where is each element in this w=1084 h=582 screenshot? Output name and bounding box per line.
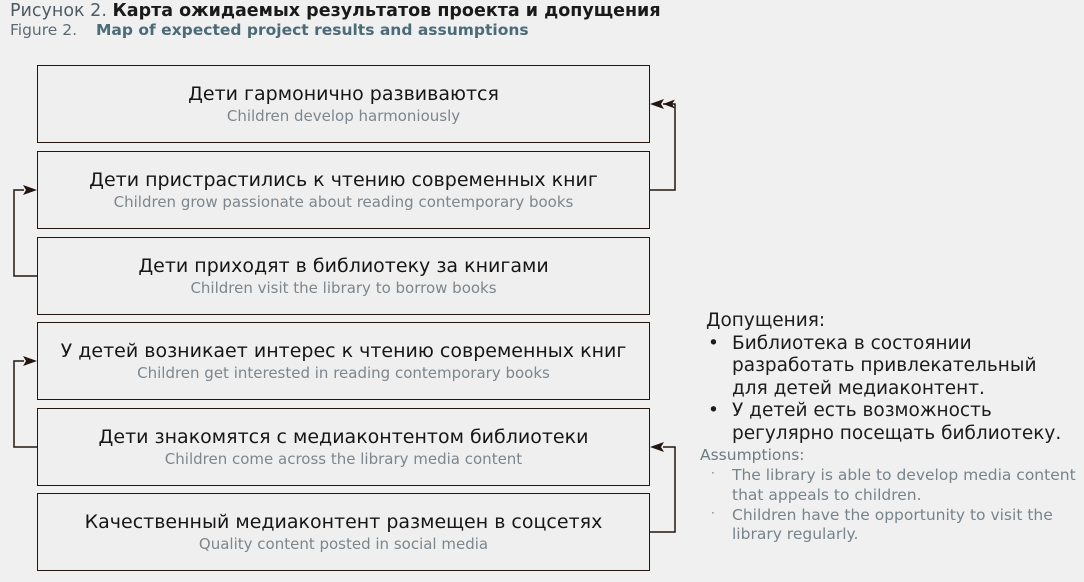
assumption-item-en-2: · Children have the opportunity to visit… <box>700 506 1078 546</box>
result-box-title-ru: У детей возникает интерес к чтению совре… <box>60 340 627 363</box>
assumptions-list-ru: • Библиотека в состоянии разработать при… <box>700 333 1078 446</box>
connector-box5-to-box4 <box>13 356 37 448</box>
result-box-passionate-reading: Дети пристрастились к чтению современных… <box>37 151 650 229</box>
caption-english-label: Figure 2. <box>10 20 78 39</box>
result-box-quality-content-social-media: Качественный медиаконтент размещен в соц… <box>37 493 650 571</box>
figure-caption: Рисунок 2. Карта ожидаемых результатов п… <box>10 1 770 39</box>
bullet-icon: • <box>708 332 719 354</box>
bullet-icon: · <box>711 465 715 480</box>
assumptions-list-en: · The library is able to develop media c… <box>700 466 1078 545</box>
assumption-text-ru: У детей есть возможность регулярно посещ… <box>732 400 1062 444</box>
result-box-visit-library: Дети приходят в библиотеку за книгами Ch… <box>37 237 650 315</box>
result-box-title-en: Children come across the library media c… <box>164 449 523 468</box>
result-box-children-develop: Дети гармонично развиваются Children dev… <box>37 65 650 143</box>
result-box-title-en: Children grow passionate about reading c… <box>113 192 574 211</box>
assumption-item-ru-2: • У детей есть возможность регулярно пос… <box>700 400 1078 445</box>
assumptions-panel: Допущения: • Библиотека в состоянии разр… <box>700 310 1078 545</box>
caption-english-title: Map of expected project results and assu… <box>95 20 529 39</box>
assumptions-heading-ru: Допущения: <box>706 310 826 331</box>
result-box-title-en: Children visit the library to borrow boo… <box>190 278 497 297</box>
connector-box3-to-box2 <box>13 185 37 277</box>
result-box-title-en: Quality content posted in social media <box>198 534 489 553</box>
assumption-item-en-1: · The library is able to develop media c… <box>700 466 1078 506</box>
bullet-icon: • <box>708 400 719 422</box>
caption-russian-label: Рисунок 2. <box>10 1 107 21</box>
connector-box6-to-box5 <box>650 442 676 533</box>
result-box-title-en: Children develop harmoniously <box>226 106 461 125</box>
caption-russian-title: Карта ожидаемых результатов проекта и до… <box>112 1 661 21</box>
bullet-icon: · <box>711 505 715 520</box>
result-box-title-ru: Дети приходят в библиотеку за книгами <box>138 255 549 278</box>
result-box-title-ru: Дети пристрастились к чтению современных… <box>89 169 598 192</box>
result-box-media-content-discovery: Дети знакомятся с медиаконтентом библиот… <box>37 408 650 486</box>
assumption-item-ru-1: • Библиотека в состоянии разработать при… <box>700 333 1078 401</box>
result-box-title-ru: Качественный медиаконтент размещен в соц… <box>84 511 603 534</box>
assumptions-heading-en: Assumptions: <box>700 446 805 465</box>
assumption-text-en: Children have the opportunity to visit t… <box>732 505 1053 544</box>
result-box-title-ru: Дети гармонично развиваются <box>188 83 499 106</box>
assumption-text-en: The library is able to develop media con… <box>732 465 1076 504</box>
caption-russian-line: Рисунок 2. Карта ожидаемых результатов п… <box>10 1 770 22</box>
result-box-interest-reading: У детей возникает интерес к чтению совре… <box>37 322 650 400</box>
assumption-text-ru: Библиотека в состоянии разработать привл… <box>732 332 1037 399</box>
result-box-title-ru: Дети знакомятся с медиаконтентом библиот… <box>98 426 589 449</box>
caption-english-line: Figure 2. Map of expected project result… <box>10 20 770 39</box>
result-box-title-en: Children get interested in reading conte… <box>137 363 550 382</box>
connector-box2-to-box1 <box>650 99 676 191</box>
